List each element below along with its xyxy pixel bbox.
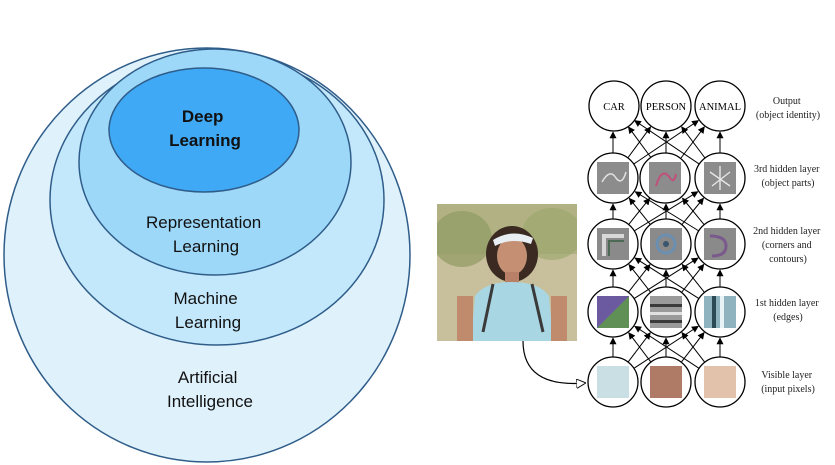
machine-learning-label: Machine Learning bbox=[174, 289, 243, 332]
hidden1-layer-label: 1st hidden layer (edges) bbox=[755, 298, 821, 323]
connection-arrow bbox=[681, 126, 706, 159]
connection-arrow bbox=[681, 332, 706, 363]
output-node-person-label: PERSON bbox=[646, 102, 687, 113]
hidden2-layer-label: 2nd hidden layer (corners and contours) bbox=[753, 226, 823, 265]
corner-filter-icon bbox=[597, 228, 629, 260]
photo-to-input-arrow bbox=[522, 340, 585, 383]
connection-arrow bbox=[633, 120, 700, 165]
deep-learning-circle bbox=[108, 67, 300, 193]
input-pixel-swatch bbox=[650, 366, 682, 398]
hidden-layer-1 bbox=[587, 286, 746, 338]
input-photo bbox=[437, 204, 577, 341]
output-node-animal-label: ANIMAL bbox=[699, 102, 741, 113]
network-edges bbox=[609, 120, 724, 369]
connection-arrow bbox=[634, 257, 700, 300]
connection-arrow bbox=[682, 197, 705, 225]
ai-venn-diagram: Deep Learning Representation Learning Ma… bbox=[3, 47, 411, 463]
connection-arrow bbox=[634, 191, 699, 232]
output-layer: CAR PERSON ANIMAL bbox=[588, 80, 746, 132]
input-pixel-swatch bbox=[597, 366, 629, 398]
hidden-layer-3 bbox=[587, 152, 746, 204]
connection-arrow bbox=[628, 332, 652, 363]
output-node-car-label: CAR bbox=[603, 102, 625, 113]
connection-arrow bbox=[628, 263, 652, 293]
deep-learning-label: Deep Learning bbox=[169, 107, 241, 150]
output-node-person bbox=[640, 80, 692, 132]
representation-learning-label: Representation Learning bbox=[146, 213, 266, 256]
output-layer-label: Output (object identity) bbox=[756, 96, 820, 121]
object-part-filter-icon bbox=[649, 162, 681, 194]
hidden3-layer-label: 3rd hidden layer (object parts) bbox=[754, 164, 822, 189]
connection-arrow bbox=[627, 126, 652, 159]
connection-arrow bbox=[628, 197, 651, 225]
artificial-intelligence-label: Artificial Intelligence bbox=[167, 368, 253, 411]
visible-layer bbox=[587, 356, 746, 408]
visible-layer-label: Visible layer (input pixels) bbox=[761, 370, 815, 395]
connection-arrow bbox=[681, 263, 705, 293]
output-node-car bbox=[588, 80, 640, 132]
input-pixel-swatch bbox=[704, 366, 736, 398]
output-node-animal bbox=[694, 80, 746, 132]
hidden-layer-2 bbox=[587, 218, 746, 270]
connection-arrow bbox=[634, 325, 700, 369]
